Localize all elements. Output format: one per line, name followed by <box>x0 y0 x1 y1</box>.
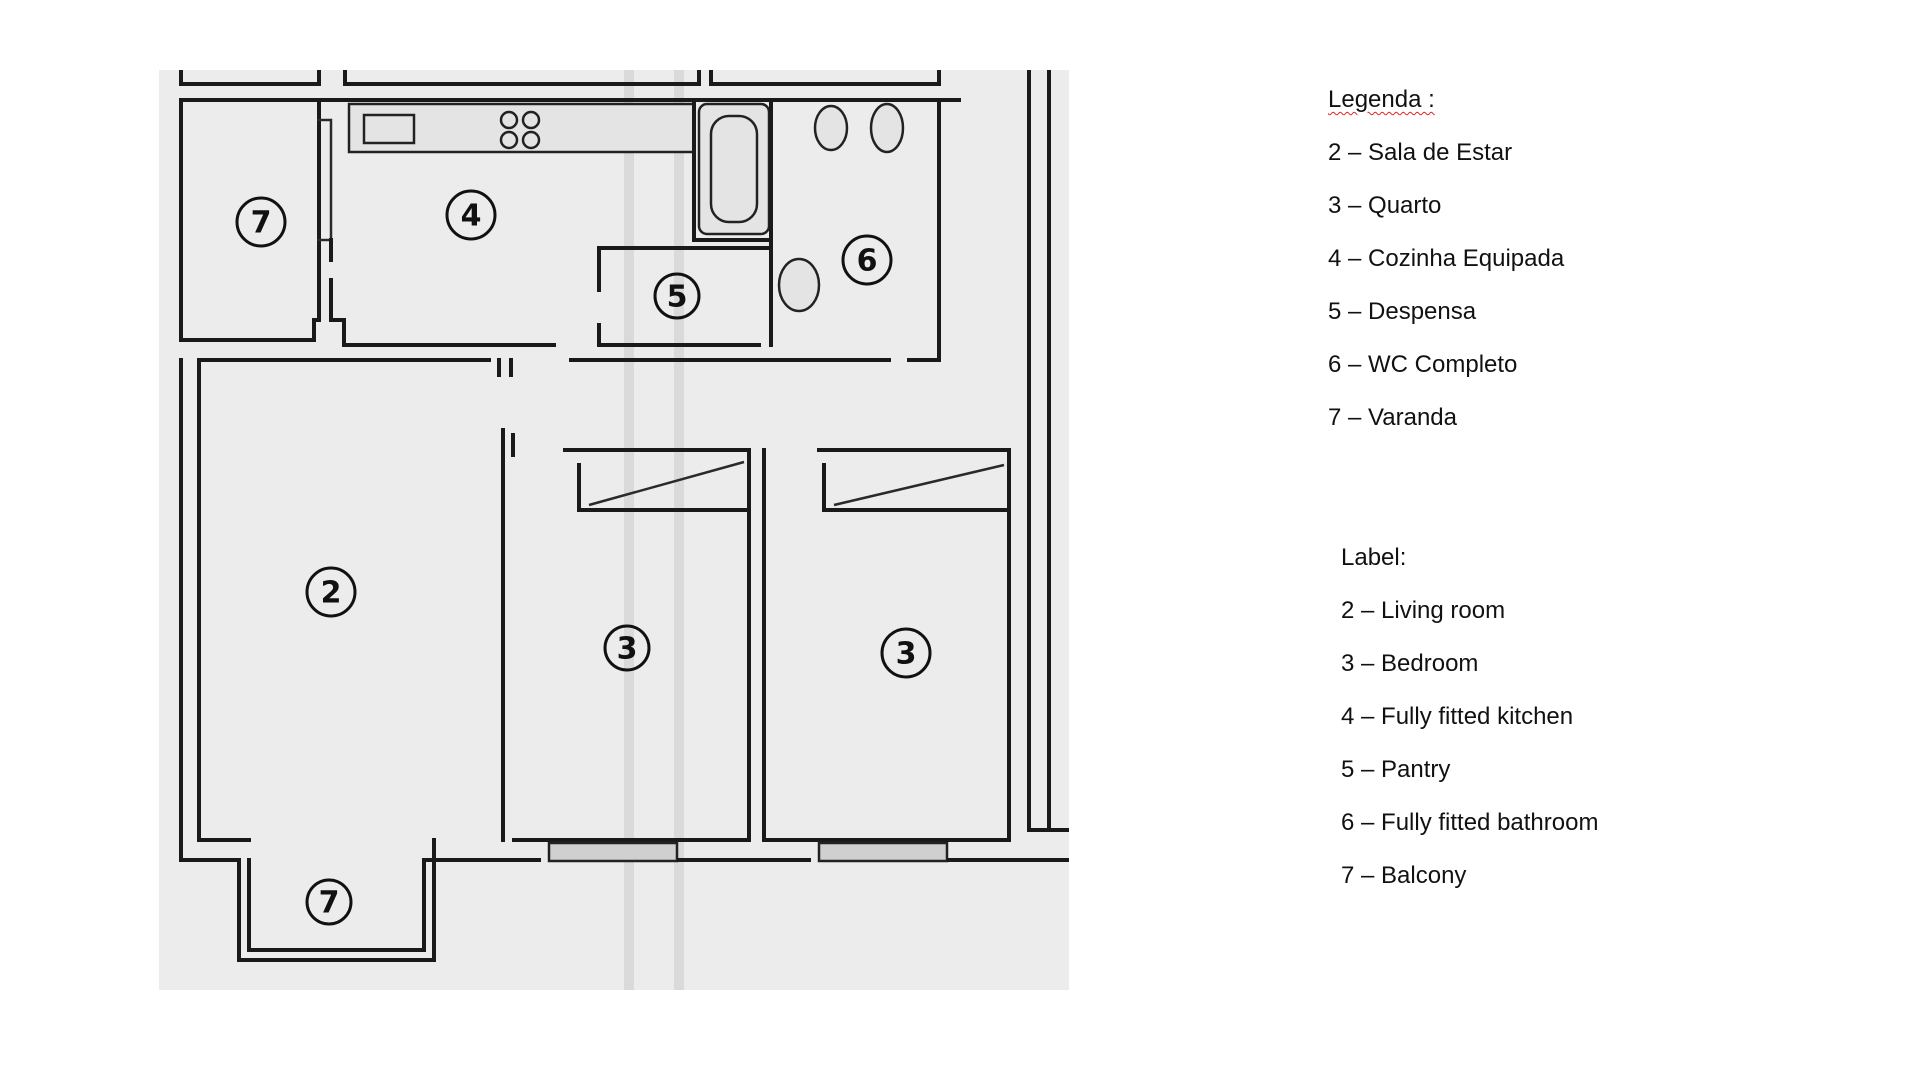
wall <box>709 70 941 86</box>
kitchen-sink <box>362 113 416 145</box>
legend-item: 2 – Living room <box>1341 597 1506 624</box>
wall <box>247 858 426 952</box>
wardrobe <box>577 463 751 512</box>
wall <box>907 98 941 362</box>
wall <box>1027 70 1069 832</box>
legend-item: 3 – Quarto <box>1328 192 1442 219</box>
room-label-bedroom-left: 3 <box>603 624 651 672</box>
wardrobe-door <box>588 460 745 507</box>
bathtub-basin <box>709 114 759 224</box>
floor-plan-drawing: 7 4 5 6 2 3 3 7 <box>179 70 1069 990</box>
window <box>817 841 949 863</box>
legend-item: 5 – Pantry <box>1341 756 1451 783</box>
room-number: 7 <box>251 206 272 241</box>
wall <box>343 70 701 86</box>
room-number: 7 <box>319 886 340 921</box>
floor-plan: 7 4 5 6 2 3 3 7 <box>159 70 1069 990</box>
room-number: 3 <box>896 637 917 672</box>
legend-title: Legenda : <box>1328 88 1564 112</box>
legend-item: 7 – Balcony <box>1341 862 1467 889</box>
room-number: 6 <box>857 244 878 279</box>
room-label-bathroom: 6 <box>841 234 893 286</box>
window <box>547 841 679 863</box>
legend-item: 2 – Sala de Estar <box>1328 139 1513 166</box>
legend-portuguese: Legenda : 2 – Sala de Estar 3 – Quarto 4… <box>1328 88 1564 459</box>
legend-item: 6 – Fully fitted bathroom <box>1341 809 1599 836</box>
wall <box>597 246 773 292</box>
stove-burner <box>521 130 541 150</box>
room-label-balcony-top: 7 <box>235 196 287 248</box>
stove-burner <box>521 110 541 130</box>
wardrobe <box>822 463 1011 512</box>
washbasin <box>777 257 821 313</box>
room-label-bedroom-right: 3 <box>880 627 932 679</box>
wall <box>237 838 436 962</box>
stove-burner <box>499 110 519 130</box>
wardrobe-door <box>833 463 1005 507</box>
door-jamb <box>497 358 513 377</box>
room-label-pantry: 5 <box>653 272 701 320</box>
wall <box>597 323 761 347</box>
legend-item: 4 – Cozinha Equipada <box>1328 245 1565 272</box>
room-label-kitchen: 4 <box>445 189 497 241</box>
legend-item: 6 – WC Completo <box>1328 351 1518 378</box>
room-number: 5 <box>667 280 688 315</box>
room-number: 3 <box>617 632 638 667</box>
legend-english: Label: 2 – Living room 3 – Bedroom 4 – F… <box>1341 546 1598 917</box>
wall <box>197 358 251 842</box>
room-label-living-room: 2 <box>305 566 357 618</box>
bidet <box>813 104 849 152</box>
wall <box>563 448 751 842</box>
room-label-balcony-bottom: 7 <box>305 878 353 926</box>
legend-title-text: Legenda : <box>1328 86 1435 113</box>
wall <box>179 70 321 86</box>
wall <box>692 98 773 242</box>
legend-item: 4 – Fully fitted kitchen <box>1341 703 1574 730</box>
window <box>317 118 333 242</box>
wall <box>179 98 316 342</box>
wall <box>179 358 241 962</box>
stove-burner <box>499 130 519 150</box>
wall <box>762 448 1011 842</box>
legend-title: Label: <box>1341 544 1407 571</box>
legend-item: 5 – Despensa <box>1328 298 1477 325</box>
wall <box>312 98 321 342</box>
room-number: 2 <box>321 576 342 611</box>
legend-item: 3 – Bedroom <box>1341 650 1479 677</box>
room-number: 4 <box>461 199 482 234</box>
legend-item: 7 – Varanda <box>1328 404 1457 431</box>
wall <box>329 238 516 347</box>
toilet <box>869 102 905 154</box>
